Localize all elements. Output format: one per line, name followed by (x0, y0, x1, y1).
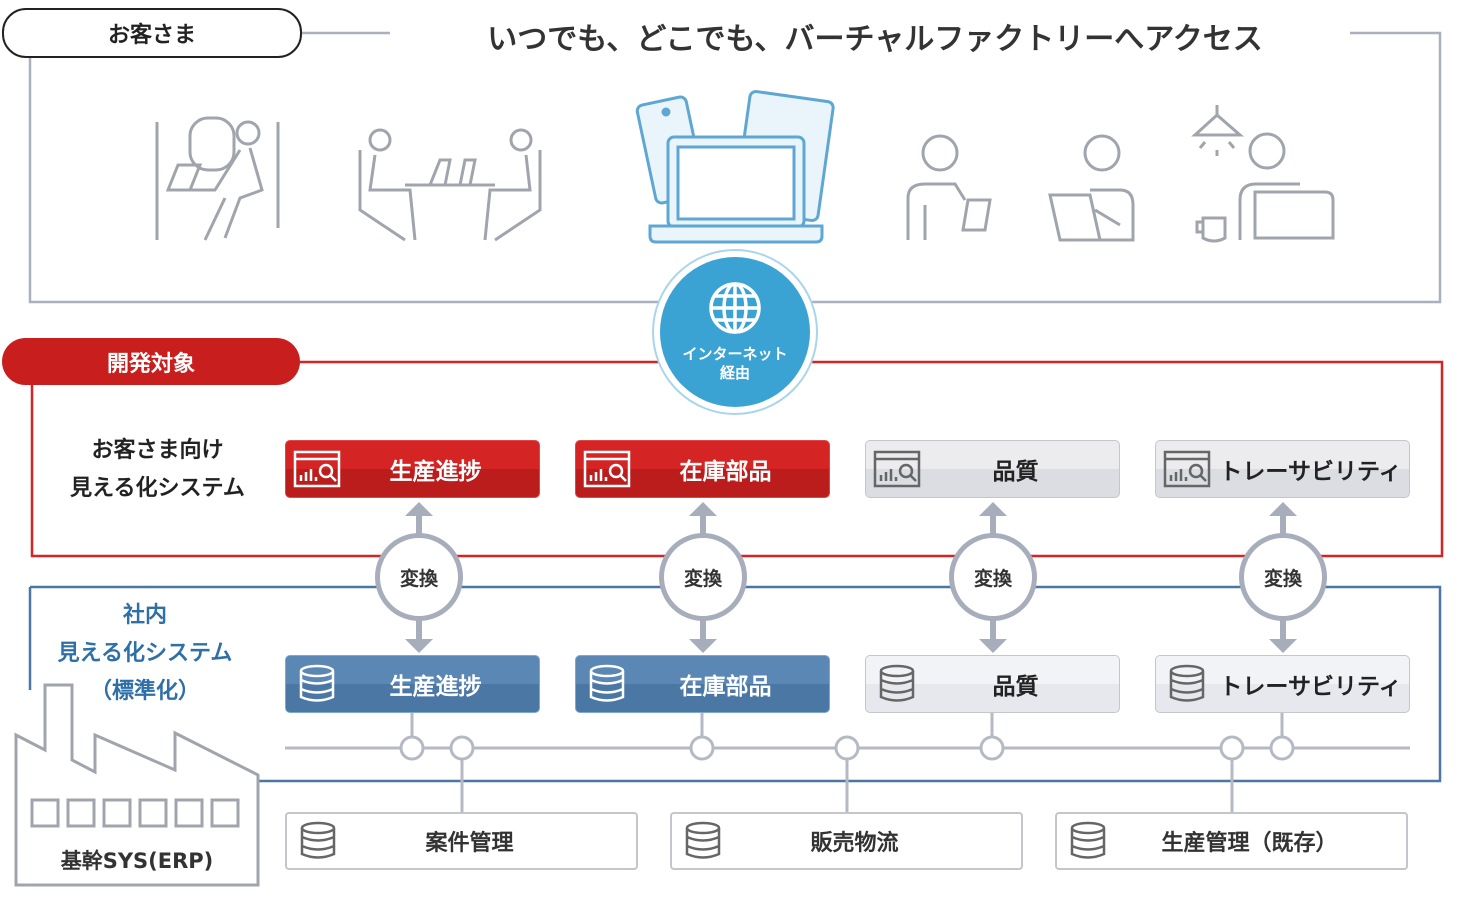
customer-box-production-progress[interactable]: 生産進捗 (285, 440, 540, 498)
core-system-sales-logistics[interactable]: 販売物流 (670, 812, 1023, 870)
internal-box-production-progress[interactable]: 生産進捗 (285, 655, 540, 713)
internal-box-inventory-parts[interactable]: 在庫部品 (575, 655, 830, 713)
box-label: トレーサビリティ (1219, 459, 1402, 485)
customer-box-quality[interactable]: 品質 (865, 440, 1120, 498)
customer-system-line2: 見える化システム (70, 476, 245, 501)
airplane-worker-icon (155, 116, 280, 241)
internal-system-line1: 社内 (122, 603, 167, 628)
globe-icon (709, 282, 761, 334)
devices-icon (635, 90, 835, 244)
box-label: 生産進捗 (389, 674, 482, 700)
customer-pill: お客さま (2, 8, 302, 58)
customer-box-inventory-parts[interactable]: 在庫部品 (575, 440, 830, 498)
convert-circle: 変換 (375, 533, 463, 621)
core-system-project-management[interactable]: 案件管理 (285, 812, 638, 870)
dashboard-icon (583, 450, 631, 488)
customer-box-traceability[interactable]: トレーサビリティ (1155, 440, 1410, 498)
database-icon (879, 664, 915, 702)
box-label: 品質 (992, 459, 1039, 485)
dev-target-pill: 開発対象 (2, 338, 300, 385)
box-label: 販売物流 (810, 831, 899, 856)
convert-circle: 変換 (659, 533, 747, 621)
box-label: トレーサビリティ (1219, 674, 1402, 700)
internet-label: インターネット (682, 345, 788, 363)
core-system-production-management[interactable]: 生産管理（既存） (1055, 812, 1408, 870)
database-icon (685, 821, 721, 859)
database-icon (300, 821, 336, 859)
box-label: 生産進捗 (389, 459, 482, 485)
internet-sub-label: 経由 (719, 364, 750, 382)
convert-circle: 変換 (949, 533, 1037, 621)
dashboard-icon (293, 450, 341, 488)
cafe-worker-icon (1191, 105, 1335, 243)
database-icon (1169, 664, 1205, 702)
dashboard-icon (1163, 450, 1211, 488)
internal-box-quality[interactable]: 品質 (865, 655, 1120, 713)
database-icon (299, 664, 335, 702)
box-label: 案件管理 (425, 831, 514, 856)
box-label: 在庫部品 (679, 674, 772, 700)
erp-label: 基幹SYS(ERP) (60, 849, 214, 873)
database-icon (589, 664, 625, 702)
headline: いつでも、どこでも、バーチャルファクトリーへアクセス (487, 22, 1263, 57)
box-label: 在庫部品 (679, 459, 772, 485)
internal-system-label: 社内 見える化システム （標準化） (30, 597, 260, 711)
people-illustrations (155, 105, 1335, 243)
internal-system-line2: 見える化システム (57, 641, 233, 666)
tablet-user-icon (1048, 134, 1135, 242)
internet-badge: インターネット 経由 (652, 249, 818, 415)
box-label: 品質 (992, 674, 1039, 700)
customer-system-label: お客さま向け 見える化システム (40, 432, 275, 508)
internal-box-traceability[interactable]: トレーサビリティ (1155, 655, 1410, 713)
box-label: 生産管理（既存） (1161, 831, 1338, 856)
database-icon (1070, 821, 1106, 859)
dashboard-icon (873, 450, 921, 488)
meeting-icon (358, 128, 542, 242)
factory-icon (14, 683, 260, 887)
internal-system-line3: （標準化） (89, 679, 200, 704)
laptop-user-icon (906, 134, 992, 240)
convert-circle: 変換 (1239, 533, 1327, 621)
customer-system-line1: お客さま向け (91, 438, 224, 463)
